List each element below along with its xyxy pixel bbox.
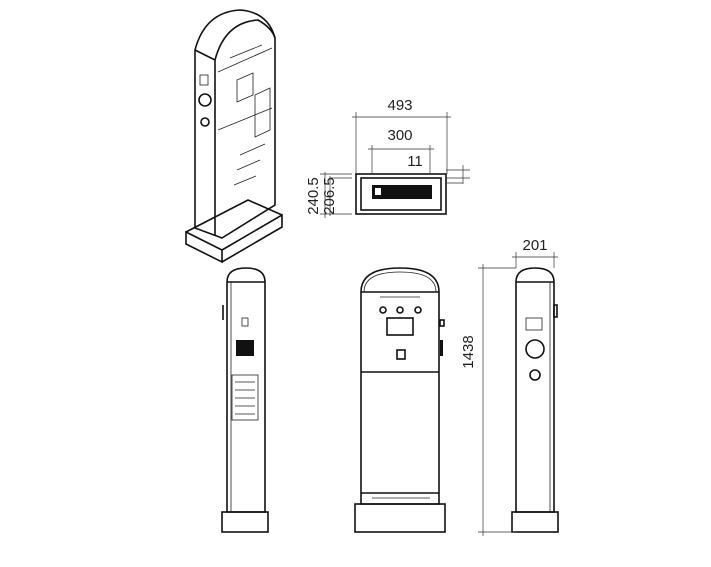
dim-206-5: 206.5 bbox=[321, 177, 338, 215]
dim-300: 300 bbox=[387, 127, 412, 144]
dim-11: 11 bbox=[407, 153, 423, 170]
dim-240-5: 240.5 bbox=[305, 177, 322, 215]
dim-201: 201 bbox=[522, 237, 547, 254]
dim-1438: 1438 bbox=[460, 335, 477, 368]
top-view: 493 300 11 240.5 206.5 bbox=[305, 97, 470, 218]
isometric-view bbox=[185, 9, 283, 264]
front-view bbox=[354, 267, 446, 533]
right-side-view: 201 1438 bbox=[460, 237, 559, 536]
left-side-view bbox=[221, 267, 269, 533]
dim-493: 493 bbox=[387, 97, 412, 114]
